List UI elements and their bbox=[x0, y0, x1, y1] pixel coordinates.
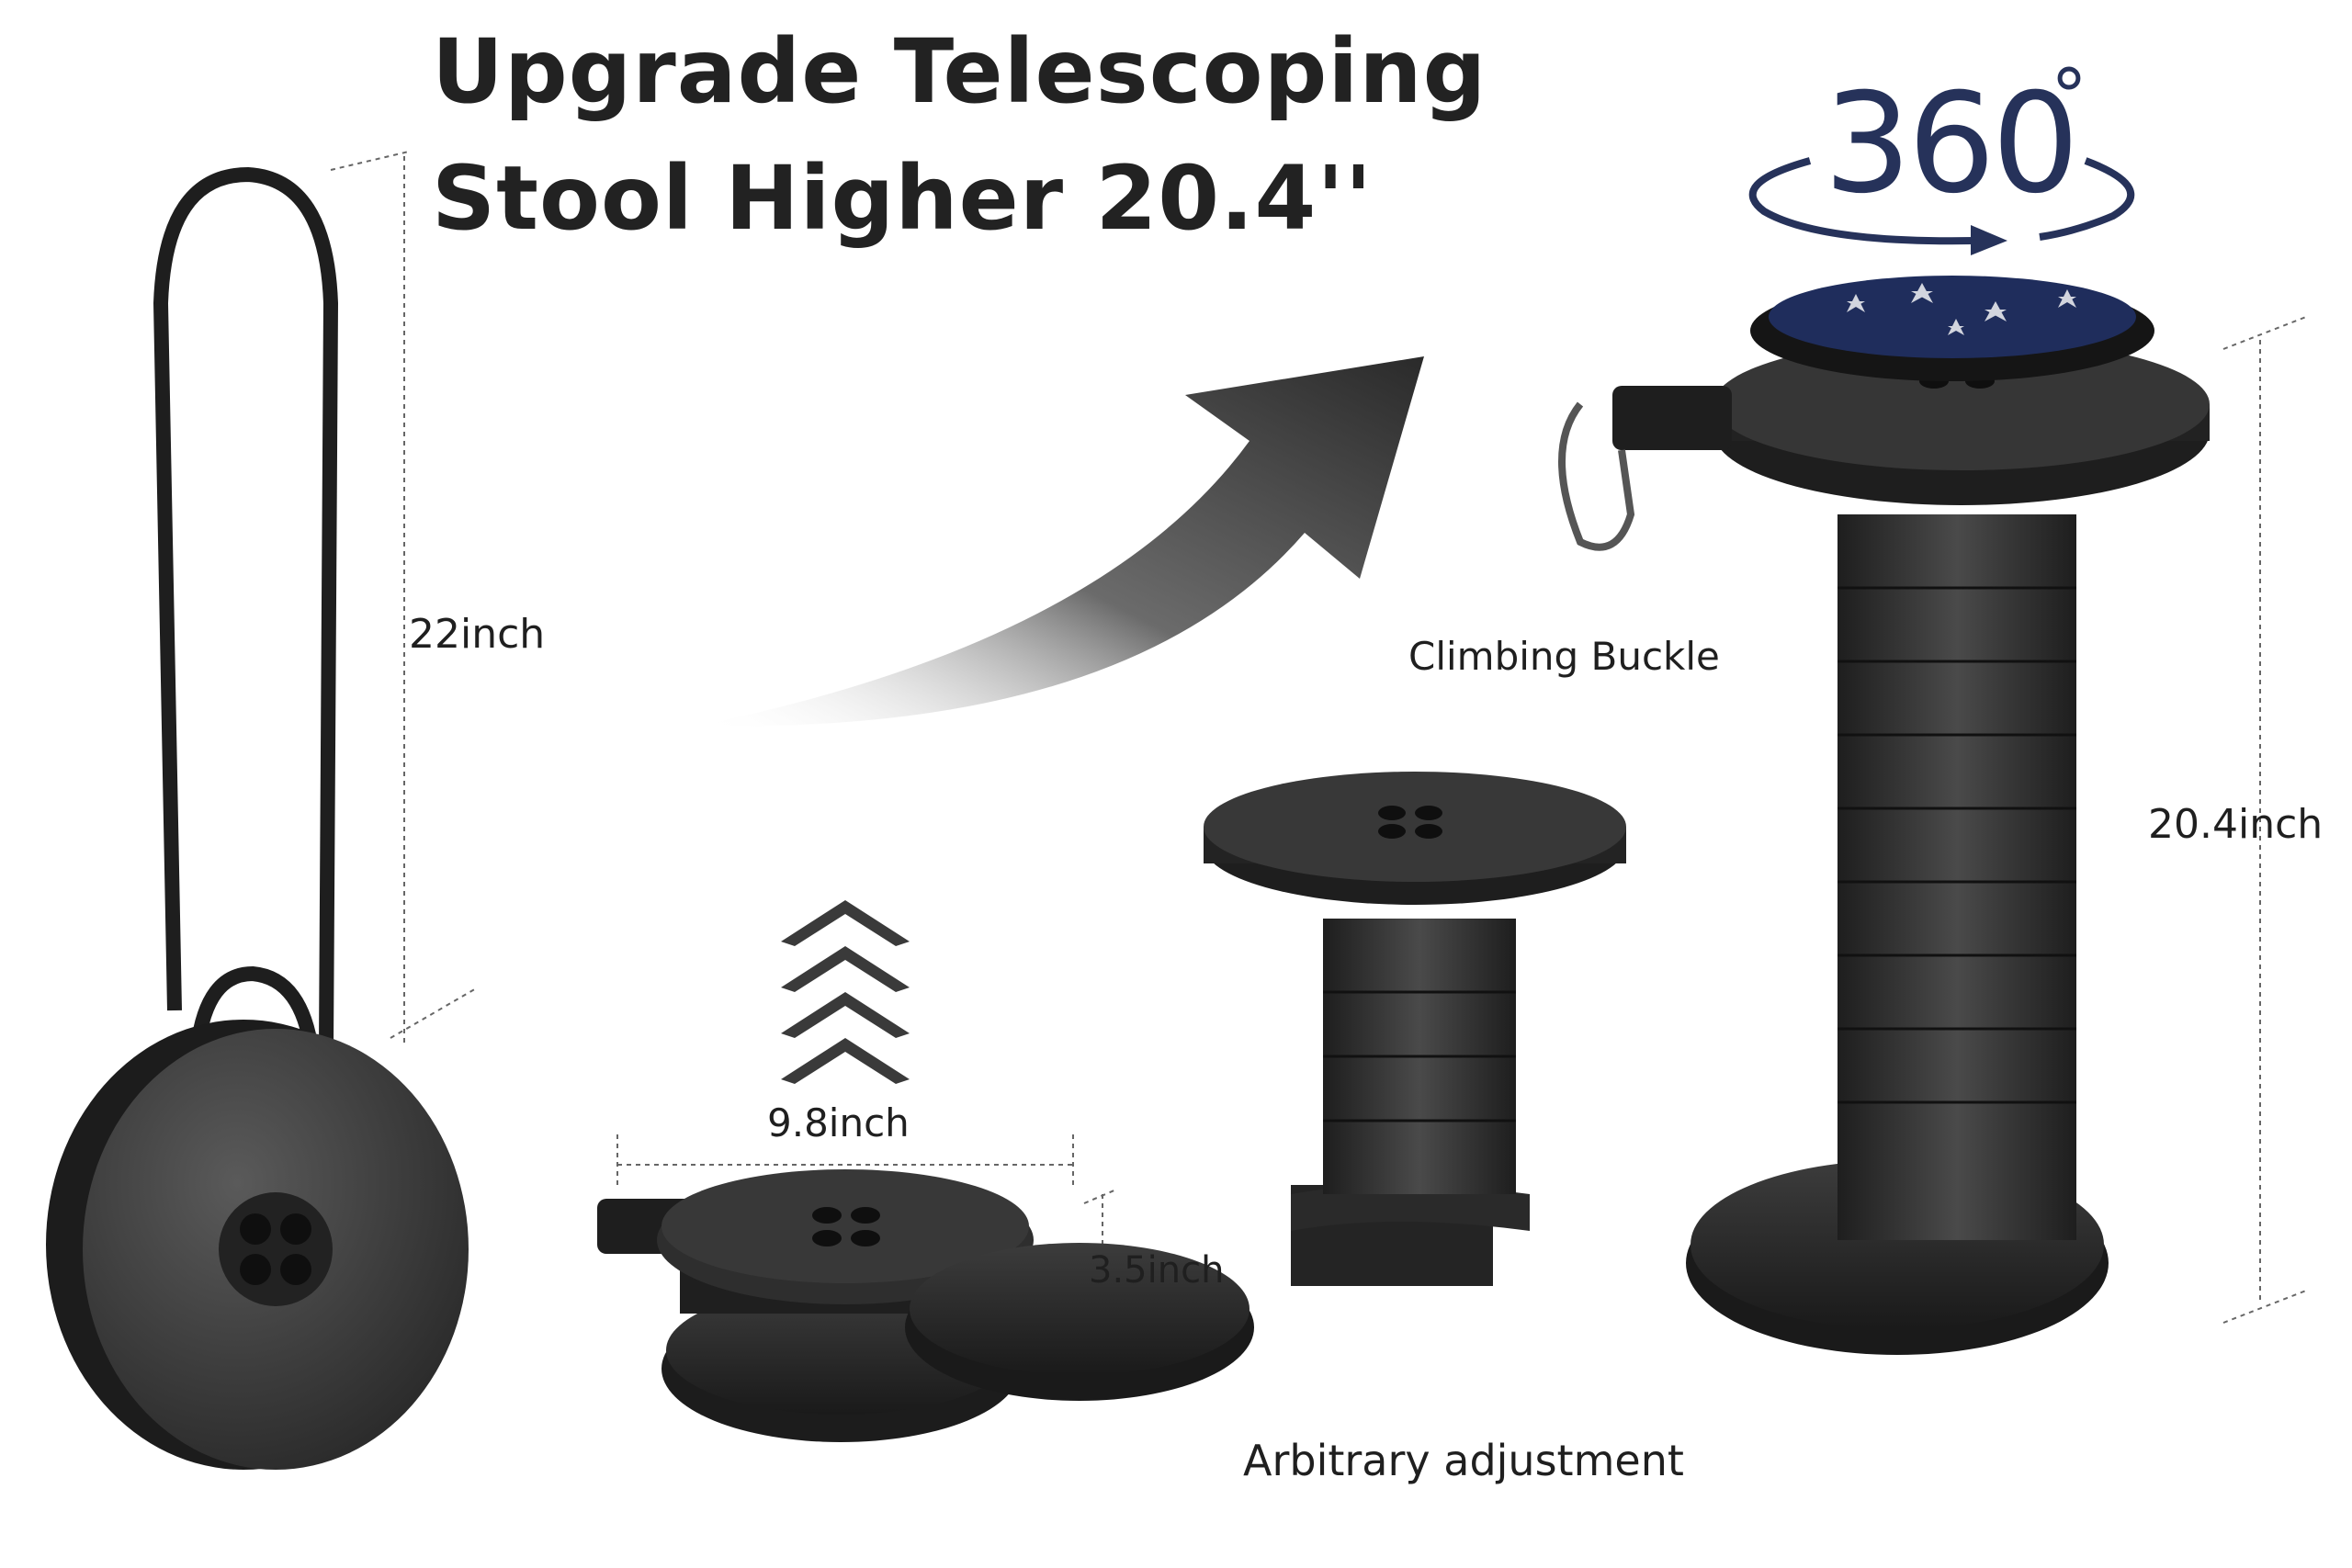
strap-length-label: 22inch bbox=[409, 611, 546, 658]
carry-strap bbox=[153, 167, 338, 1048]
strap-dimension-line bbox=[330, 151, 479, 1047]
rotation-arrow-icon bbox=[1748, 157, 2135, 245]
carry-disc-holes bbox=[219, 1192, 333, 1306]
up-chevrons bbox=[781, 900, 910, 1084]
headline-line-2: Stool Higher 20.4'' bbox=[432, 147, 1374, 250]
medium-stool bbox=[905, 772, 1626, 1401]
strap-handle bbox=[190, 965, 320, 1057]
extended-height-dimension-line bbox=[2222, 316, 2307, 1324]
rotation-value: 360 bbox=[1824, 64, 2079, 224]
tall-stool bbox=[1558, 276, 2210, 1355]
extended-height-label: 20.4inch bbox=[2148, 801, 2324, 848]
diameter-dimension-line bbox=[616, 1134, 1074, 1185]
rotation-degree-symbol: ° bbox=[2051, 53, 2087, 139]
folded-height-label: 3.5inch bbox=[1089, 1249, 1225, 1292]
diameter-label: 9.8inch bbox=[767, 1100, 910, 1145]
headline-line-1: Upgrade Telescoping bbox=[432, 20, 1487, 123]
adjustment-label: Arbitrary adjustment bbox=[1243, 1436, 1684, 1485]
growth-arrow bbox=[698, 356, 1424, 727]
rotation-arrowhead bbox=[1971, 225, 2007, 255]
climbing-buckle-label: Climbing Buckle bbox=[1408, 634, 1720, 679]
